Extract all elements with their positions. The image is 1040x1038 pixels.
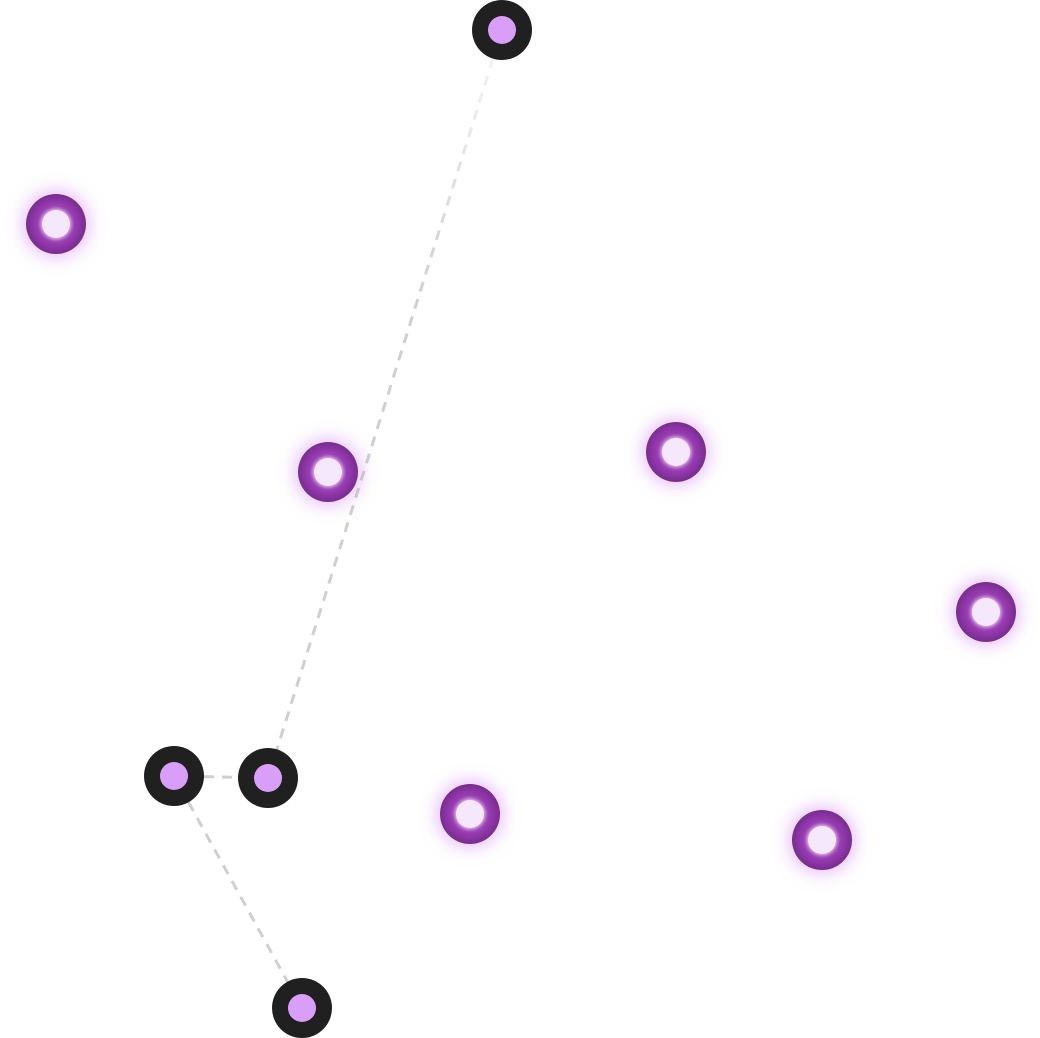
node-core [314,458,342,486]
link-n6-n10 [187,801,289,983]
link-n1-n7 [275,58,495,750]
node-n8[interactable] [440,784,500,844]
node-core [972,598,1000,626]
node-core [488,16,516,44]
node-n1[interactable] [472,0,532,60]
node-n5[interactable] [956,582,1016,642]
node-n6[interactable] [144,746,204,806]
node-core [288,994,316,1022]
node-n3[interactable] [298,442,358,502]
link-n6-n7 [203,775,239,779]
node-core [42,210,70,238]
node-core [456,800,484,828]
node-n2[interactable] [26,194,86,254]
node-core [254,764,282,792]
node-n10[interactable] [272,978,332,1038]
node-n9[interactable] [792,810,852,870]
node-n7[interactable] [238,748,298,808]
node-core [160,762,188,790]
node-core [662,438,690,466]
node-core [808,826,836,854]
node-n4[interactable] [646,422,706,482]
